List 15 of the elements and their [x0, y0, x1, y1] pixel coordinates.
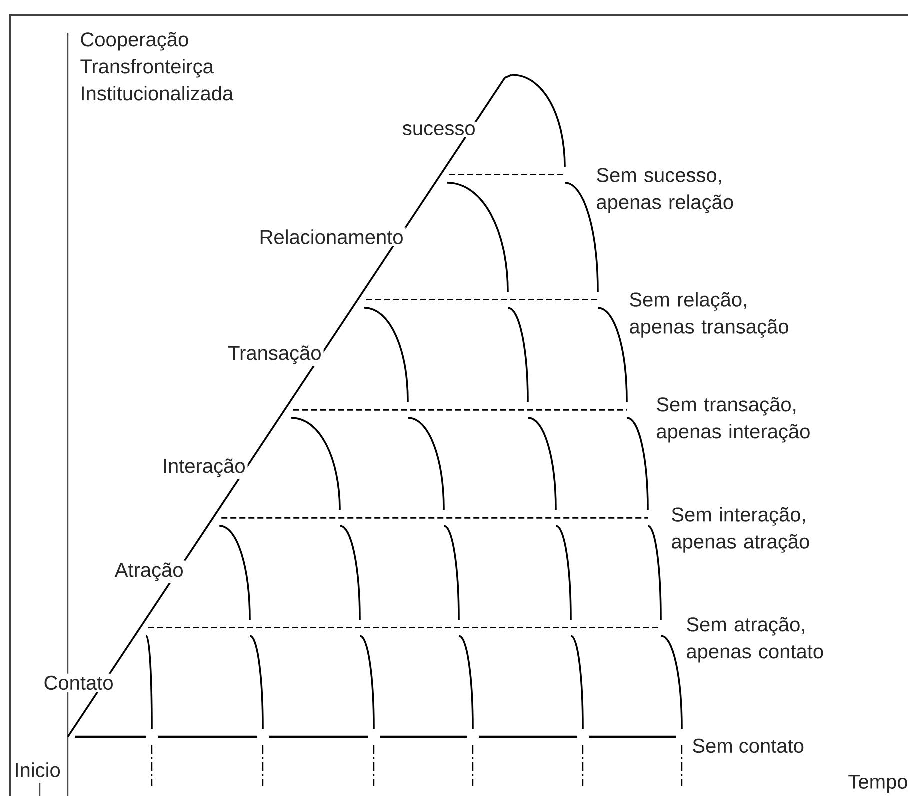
outcome-label: Sem relação, apenas transação	[630, 292, 788, 338]
stage-label: Atração	[112, 560, 186, 584]
outcome-label: Sem contato	[693, 738, 804, 754]
outcome-label: Sem interação, apenas atração	[672, 507, 810, 553]
stage-label: Contato	[42, 674, 116, 692]
outcome-label: Sem sucesso, apenas relação	[597, 168, 734, 214]
stage-label: Interação	[160, 456, 248, 480]
stage-label: Relacionamento	[257, 228, 406, 246]
axis-label: Tempo	[848, 775, 908, 793]
start-label: Inicio	[16, 762, 60, 778]
outcome-label: Sem atração, apenas contato	[687, 617, 824, 663]
outcome-label: Sem transação, apenas interação	[657, 397, 810, 443]
stage-label: Transação	[226, 344, 324, 366]
stage-label: sucesso	[400, 122, 478, 138]
axis-title: Cooperação Transfronteirça Institucionalizada	[80, 32, 234, 101]
